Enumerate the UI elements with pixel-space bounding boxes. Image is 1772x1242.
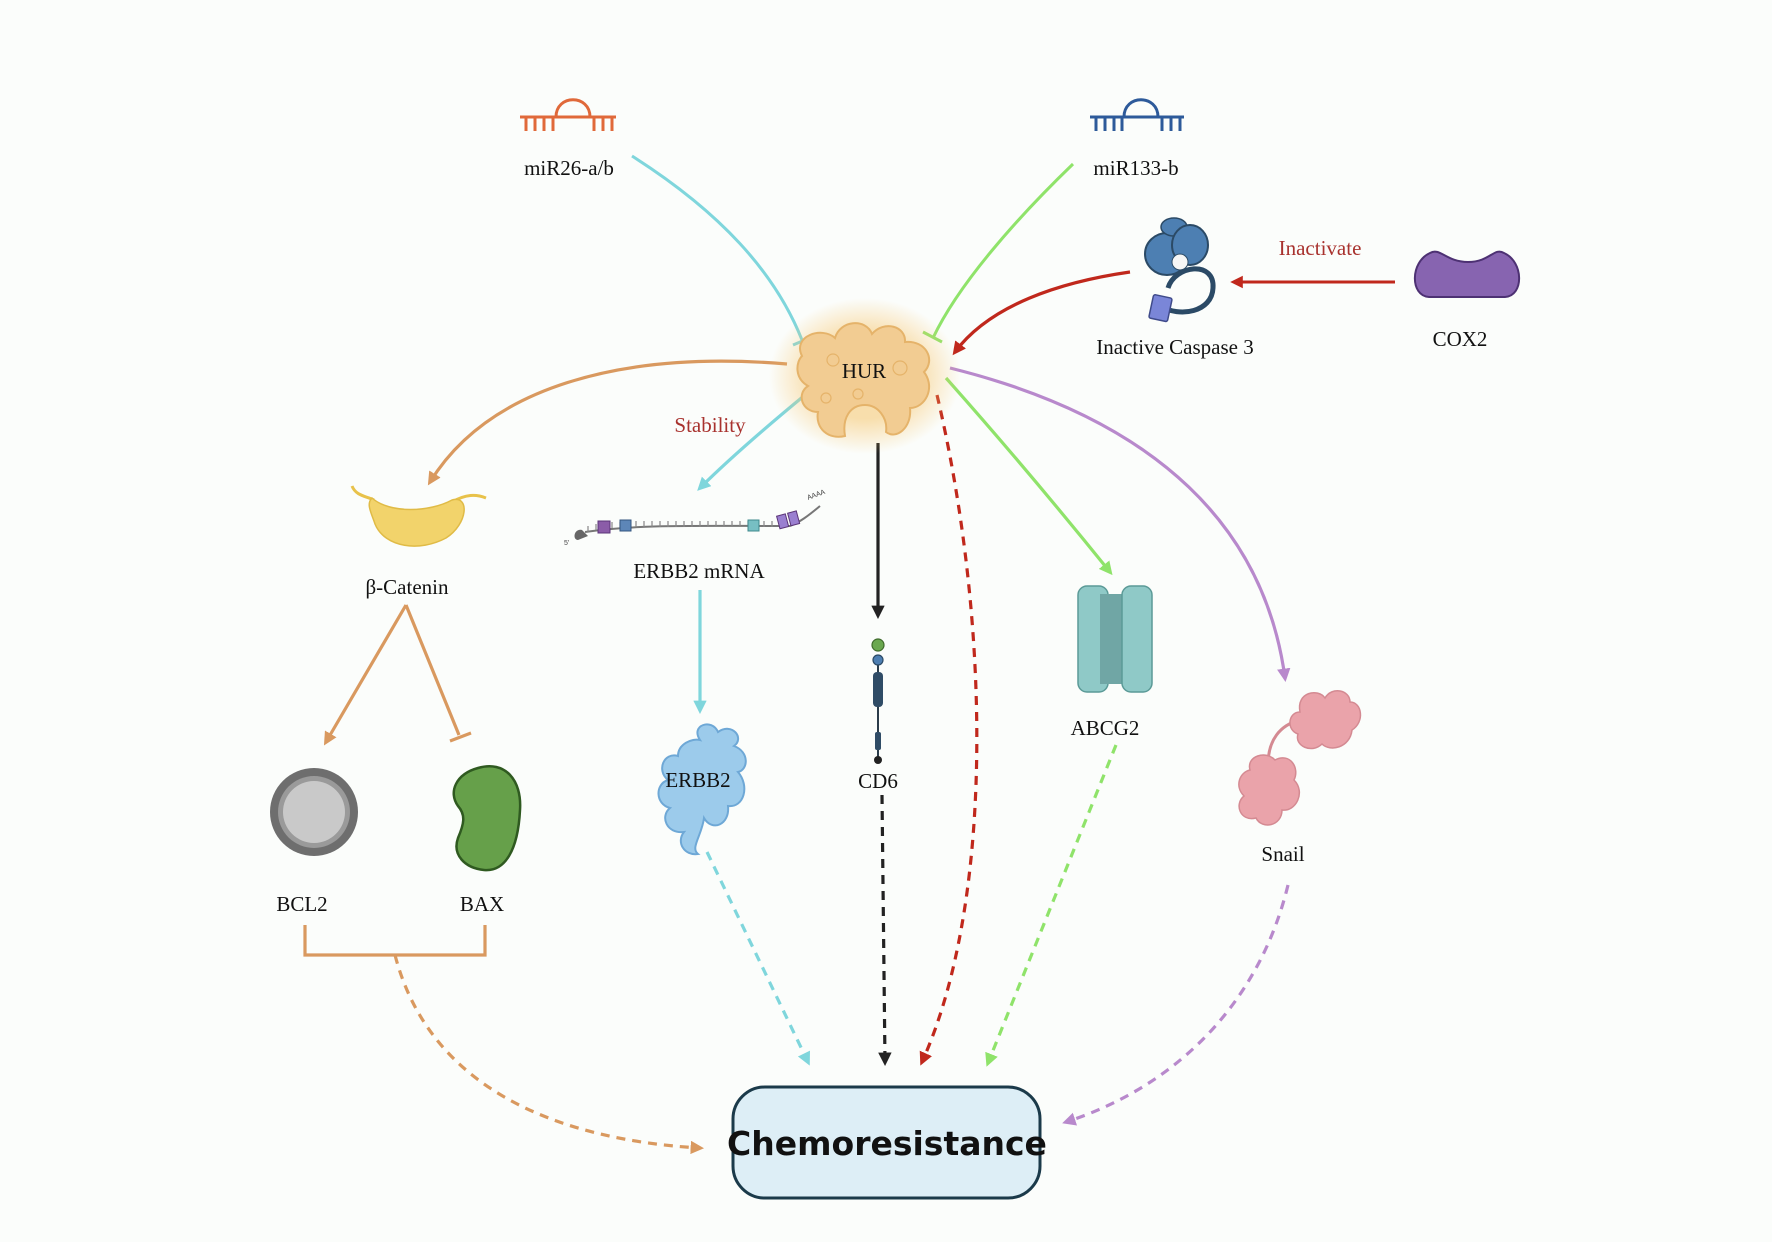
inactive-caspase3-label: Inactive Caspase 3 [1096,335,1253,359]
erbb2-mrna-icon: 5' AAAA [564,489,827,547]
mir133-label: miR133-b [1093,156,1178,180]
cox2-icon [1414,250,1520,298]
edge-mir133-hur [931,162,1075,339]
inhibit-bar-bax [449,731,472,743]
edge-bcl2bax-chemo [393,954,705,1155]
chemoresistance-label: Chemoresistance [727,1124,1047,1163]
beta-catenin-icon [350,485,487,547]
bax-icon [452,765,522,872]
edge-hur-snail [949,366,1291,682]
edge-erbb2-chemo [705,851,810,1066]
inactivate-label: Inactivate [1279,236,1362,260]
bcl2-icon [270,768,358,856]
snail-icon [1238,690,1362,826]
mrna-5prime-label: 5' [564,540,569,547]
caspase3-icon [1144,217,1216,323]
bcl2-label: BCL2 [276,892,327,916]
edge-snail-chemo [1062,884,1290,1126]
abcg2-icon [1077,585,1153,693]
bax-label: BAX [460,892,504,916]
edge-mir26-hur [631,154,804,341]
abcg2-label: ABCG2 [1071,716,1140,740]
edge-hur-chemo [919,394,979,1066]
edge-caspase3-hur [952,270,1131,356]
edge-betacatenin-bcl2 [323,604,408,746]
mir26-hairpin-icon [520,98,616,131]
edge-abcg2-chemo [985,744,1118,1067]
mir133-hairpin-icon [1090,98,1184,131]
erbb2-mrna-label: ERBB2 mRNA [633,559,765,583]
hur-icon [769,298,961,454]
cox2-label: COX2 [1433,327,1488,351]
mrna-polya-label: AAAA [806,489,826,502]
edge-hur-betacatenin [427,359,788,486]
cd6-icon [871,638,885,764]
beta-catenin-label: β-Catenin [366,575,449,599]
snail-label: Snail [1261,842,1304,866]
erbb2-icon [657,723,747,856]
cd6-label: CD6 [858,769,898,793]
chemoresistance-box [731,1085,1042,1200]
edge-hur-abcg2 [944,376,1113,576]
edge-betacatenin-bax [404,604,461,736]
edge-cd6-chemo [878,794,892,1067]
hur-label: HUR [842,359,886,383]
stability-label: Stability [674,413,746,437]
erbb2-label: ERBB2 [665,768,730,792]
bracket-bcl2-bax [303,925,487,957]
mir26-label: miR26-a/b [524,156,614,180]
